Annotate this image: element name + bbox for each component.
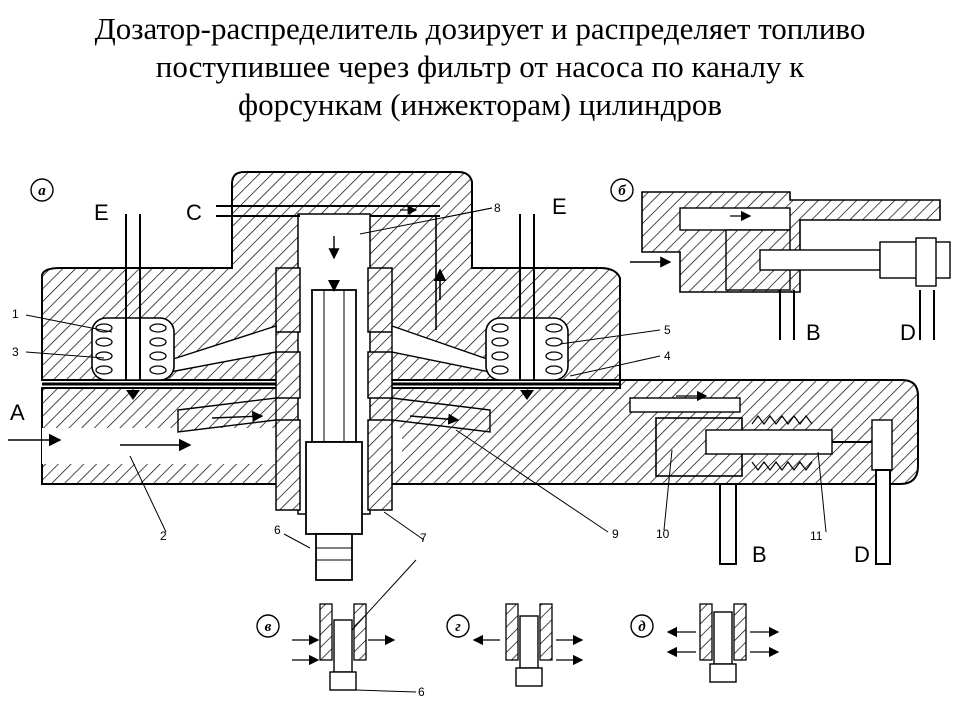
part-number-5: 5 — [664, 323, 671, 337]
port-label-d-inset: D — [900, 320, 916, 345]
part-number-3: 3 — [12, 345, 19, 359]
port-label-d-main: D — [854, 542, 870, 567]
view-label-a: а — [30, 178, 54, 202]
right-spring-chamber — [485, 317, 569, 381]
view-label-b: б — [610, 178, 634, 202]
inset-view-b — [630, 191, 951, 340]
part-number-6-bottom: 6 — [418, 685, 425, 699]
port-label-e-right: E — [552, 194, 567, 219]
part-number-2: 2 — [160, 529, 167, 543]
part-number-6: 6 — [274, 523, 281, 537]
view-label-d: д — [630, 614, 654, 638]
svg-text:д: д — [638, 619, 646, 635]
slide-title: Дозатор-распределитель дозирует и распре… — [0, 10, 960, 124]
left-spring-chamber — [91, 317, 175, 381]
view-label-g: г — [446, 614, 470, 638]
valve-spring-11 — [705, 429, 833, 455]
port-label-b-main: B — [752, 542, 767, 567]
part-number-11: 11 — [810, 529, 823, 543]
view-label-v: в — [256, 614, 280, 638]
port-label-c: C — [186, 200, 202, 225]
part-number-8: 8 — [494, 201, 501, 215]
small-view-v — [292, 603, 396, 691]
plunger-tip — [315, 533, 353, 581]
svg-text:г: г — [455, 619, 461, 635]
part-number-9: 9 — [612, 527, 619, 541]
title-line-3: форсункам (инжекторам) цилиндров — [238, 87, 722, 122]
port-label-e-left: E — [94, 200, 109, 225]
port-label-b-inset: B — [806, 320, 821, 345]
small-view-g — [472, 603, 584, 687]
svg-text:в: в — [265, 619, 272, 635]
svg-text:б: б — [618, 183, 626, 199]
plunger — [311, 289, 357, 443]
part-number-1: 1 — [12, 307, 19, 321]
title-line-1: Дозатор-распределитель дозирует и распре… — [94, 11, 866, 46]
svg-text:а: а — [38, 183, 46, 199]
part-number-10: 10 — [656, 527, 670, 541]
part-number-7: 7 — [420, 531, 427, 545]
leader-lines — [25, 207, 827, 693]
small-view-d — [666, 603, 780, 683]
port-label-a: A — [10, 400, 25, 425]
part-number-4: 4 — [664, 349, 671, 363]
title-line-2: поступившее через фильтр от насоса по ка… — [155, 49, 805, 84]
